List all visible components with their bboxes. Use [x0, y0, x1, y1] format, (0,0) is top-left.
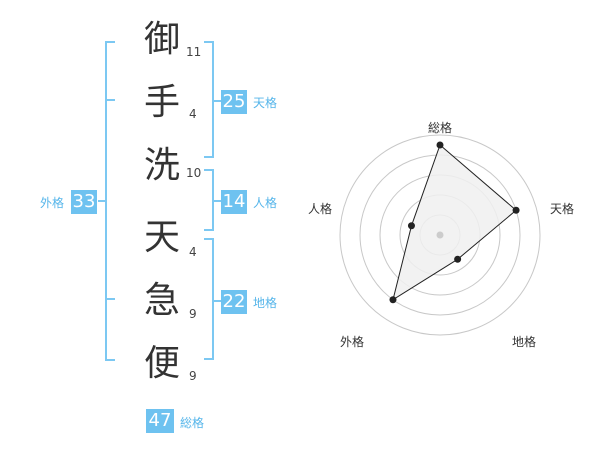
name-char-2: 手 — [143, 82, 180, 123]
jinkaku-value: 14 — [221, 190, 247, 214]
chikaku-bracket-tick — [213, 300, 221, 302]
gaikaku-value: 33 — [71, 190, 97, 214]
fortune-radar-chart: 総格 天格 地格 外格 人格 — [308, 120, 574, 349]
gaikaku-bracket-tick-mid-1 — [105, 99, 115, 101]
radar-area — [392, 144, 517, 301]
chikaku-value: 22 — [221, 290, 247, 314]
radar-label-tenkaku: 天格 — [550, 201, 574, 216]
gaikaku-bracket-tick — [98, 200, 106, 202]
jinkaku-label: 人格 — [253, 196, 278, 210]
stroke-count-5: 9 — [189, 307, 197, 321]
radar-point-5 — [407, 222, 415, 230]
gaikaku-bracket — [105, 41, 115, 361]
radar-label-jinkaku: 人格 — [308, 201, 332, 216]
soukaku-label: 総格 — [180, 416, 205, 430]
chikaku-bracket — [204, 238, 214, 360]
radar-point-3 — [454, 255, 462, 263]
gaikaku-bracket-tick-mid-2 — [105, 298, 115, 300]
tenkaku-bracket — [204, 41, 214, 158]
name-char-3: 洗 — [143, 145, 180, 186]
name-char-1: 御 — [143, 19, 180, 60]
stroke-count-1: 11 — [186, 45, 202, 59]
radar-point-1 — [436, 141, 444, 149]
stroke-count-3: 10 — [186, 166, 202, 180]
soukaku-value: 47 — [146, 409, 174, 433]
radar-center-dot — [436, 231, 444, 239]
tenkaku-label: 天格 — [253, 96, 278, 110]
name-char-6: 便 — [143, 343, 180, 384]
jinkaku-bracket-tick — [213, 200, 221, 202]
radar-label-chikaku: 地格 — [512, 334, 536, 349]
name-char-5: 急 — [143, 280, 180, 321]
stroke-count-4: 4 — [189, 245, 197, 259]
tenkaku-bracket-tick — [213, 100, 221, 102]
radar-label-soukaku: 総格 — [428, 120, 452, 135]
radar-label-gaikaku: 外格 — [340, 334, 364, 349]
radar-points — [389, 141, 520, 304]
chikaku-label: 地格 — [253, 296, 278, 310]
radar-point-4 — [389, 296, 397, 304]
name-char-4: 天 — [143, 217, 180, 258]
radar-point-2 — [512, 206, 520, 214]
radar-grid-ring — [339, 134, 541, 336]
gaikaku-label: 外格 — [40, 196, 65, 210]
tenkaku-value: 25 — [221, 90, 247, 114]
stroke-count-2: 4 — [189, 107, 197, 121]
stroke-count-6: 9 — [189, 369, 197, 383]
